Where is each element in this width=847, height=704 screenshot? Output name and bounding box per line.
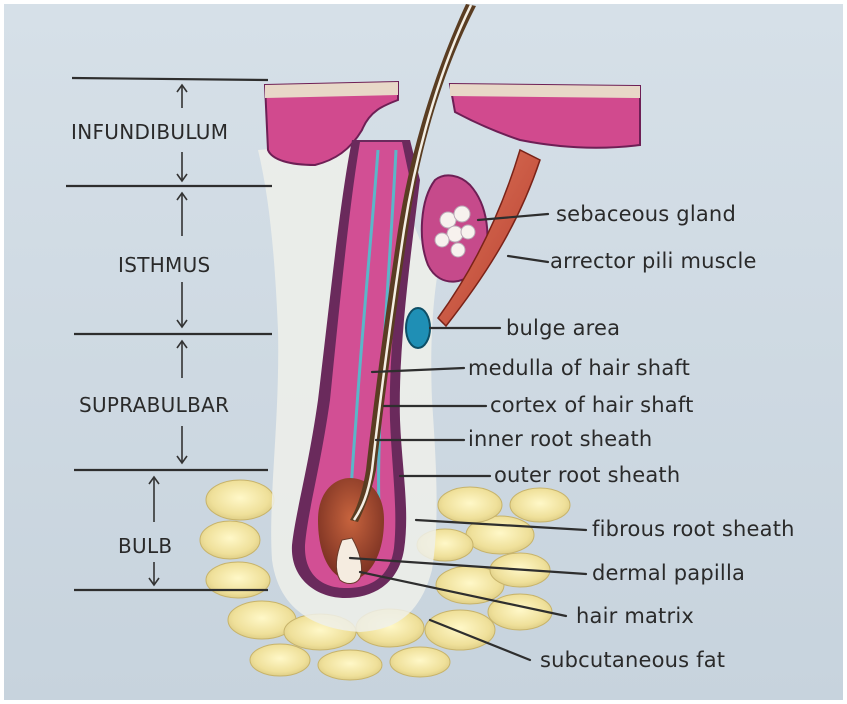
region-label-isthmus: ISTHMUS: [118, 253, 211, 277]
region-label-infundibulum: INFUNDIBULUM: [71, 120, 228, 144]
label-medulla: medulla of hair shaft: [468, 356, 690, 380]
label-inner-root-sheath: inner root sheath: [468, 427, 652, 451]
label-cortex: cortex of hair shaft: [490, 393, 694, 417]
label-fibrous-root-sheath: fibrous root sheath: [592, 517, 795, 541]
bulge-area-oval: [406, 308, 430, 348]
label-hair-matrix: hair matrix: [576, 604, 694, 628]
epidermis-right-surface: [450, 84, 640, 98]
label-subcutaneous-fat: subcutaneous fat: [540, 648, 725, 672]
label-dermal-papilla: dermal papilla: [592, 561, 745, 585]
label-outer-root-sheath: outer root sheath: [494, 463, 680, 487]
region-label-bulb: BULB: [118, 534, 172, 558]
region-label-suprabulbar: SUPRABULBAR: [79, 393, 229, 417]
label-sebaceous-gland: sebaceous gland: [556, 202, 736, 226]
label-bulge-area: bulge area: [506, 316, 620, 340]
label-arrector-pili-muscle: arrector pili muscle: [550, 249, 757, 273]
